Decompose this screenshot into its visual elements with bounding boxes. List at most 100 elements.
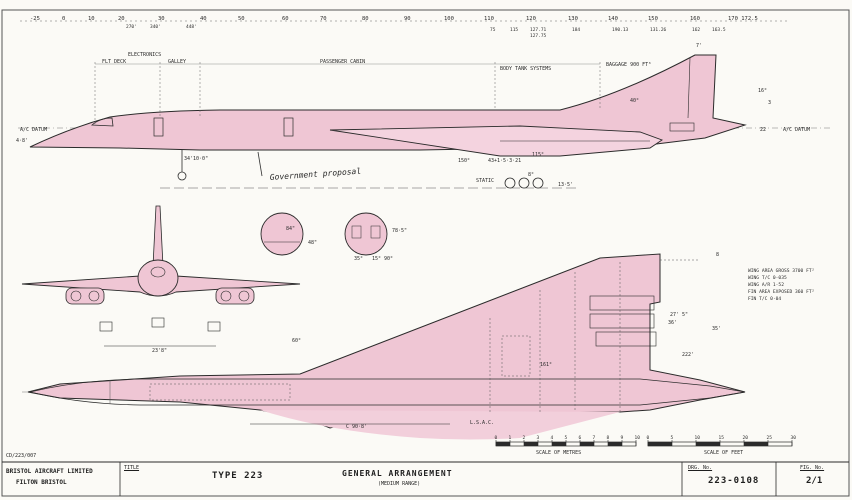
- station-150: 150: [648, 16, 658, 22]
- station-70: 70: [320, 16, 327, 22]
- section-b: [344, 212, 388, 256]
- front-nacelle-left: [65, 287, 105, 305]
- station-170: 170 172.5: [728, 16, 758, 22]
- scale-metres-label: SCALE OF METRES: [536, 450, 581, 456]
- scale-metres-tick-label: 4: [551, 435, 554, 441]
- station-0: 0: [62, 16, 65, 22]
- wing-specs: WING AREA GROSS 3700 FT² WING T/C 0·035 …: [748, 268, 814, 302]
- scale-feet-tick-label: 0: [647, 435, 650, 441]
- dim-station-sum: 43+1·5·3·21: [488, 158, 521, 164]
- scale-metres-tick-label: 6: [579, 435, 582, 441]
- dim-7: 7': [696, 43, 702, 49]
- station-60: 60: [282, 16, 289, 22]
- drawing-ref: CD/223/007: [6, 453, 37, 459]
- fig-caption: FIG. No.: [800, 465, 825, 471]
- station-sub-127a: 127.71: [530, 27, 547, 33]
- label-body-tank: BODY TANK SYSTEMS: [500, 66, 551, 72]
- dim-plan-60: 60°: [292, 338, 301, 344]
- front-fin: [152, 205, 164, 267]
- main-gear-wheel-3: [532, 177, 544, 189]
- dim-15-90: 15° 90°: [372, 256, 393, 262]
- label-ac-datum-right: A/C DATUM: [783, 127, 810, 133]
- station-sub-163: 163.5: [712, 27, 726, 33]
- front-fuselage: [137, 259, 179, 297]
- section-a: [260, 212, 304, 256]
- dim-plan-lsac: L.S.A.C.: [470, 420, 494, 426]
- dim-48: 48": [308, 240, 317, 246]
- scale-metres-tick-label: 3: [537, 435, 540, 441]
- scale-feet-tick-label: 25: [767, 435, 773, 441]
- main-gear-wheel-1: [504, 177, 516, 189]
- dim-plan-36: 36': [668, 320, 677, 326]
- scale-feet-segment: [696, 442, 720, 446]
- label-flight-deck: FLT DECK: [102, 59, 126, 65]
- side-view: ELECTRONICS FLT DECK GALLEY PASSENGER CA…: [16, 43, 830, 189]
- scale-feet-segment: [648, 442, 672, 446]
- dim-13-5: 13·5': [558, 182, 573, 188]
- station-130: 130: [568, 16, 578, 22]
- scale-feet-tick-label: 15: [719, 435, 725, 441]
- door-forward: [153, 117, 164, 137]
- scale-metres-tick-label: 10: [635, 435, 641, 441]
- station-scale: -25 0 10 20 30 40 50 60 70 80 90 100 110…: [20, 16, 790, 39]
- fuselage-sections: 84" 48" 78·5" 35° 15° 90°: [260, 212, 407, 262]
- dim-3: 3: [768, 100, 771, 106]
- scale-metres-tick-label: 0: [495, 435, 498, 441]
- dim-plan-222: 222': [682, 352, 694, 358]
- dim-150: 150°: [458, 158, 470, 164]
- nose-gear-wheel: [177, 171, 187, 181]
- station-sub-75: 75: [490, 27, 496, 33]
- station-40: 40: [200, 16, 207, 22]
- scale-metres-tick-label: 8: [607, 435, 610, 441]
- scale-metres-segment: [594, 442, 608, 446]
- plan-engine-2: [589, 313, 655, 329]
- dim-plan-8: 8: [716, 252, 719, 258]
- label-galley: GALLEY: [168, 59, 186, 65]
- scale-feet-segment: [768, 442, 792, 446]
- dim-front-span: 23'8": [152, 348, 167, 354]
- dim-side-22: 22: [760, 127, 766, 133]
- station-80: 80: [362, 16, 369, 22]
- station-m25: -25: [30, 16, 40, 22]
- door-mid: [283, 117, 294, 137]
- plan-view: WING AREA GROSS 3700 FT² WING T/C 0·035 …: [22, 252, 814, 440]
- station-sub-340: 340': [150, 24, 161, 30]
- dim-plan-c90: C 90·8': [346, 424, 367, 430]
- station-sub-115: 115: [510, 27, 518, 33]
- plan-fuselage: [29, 378, 746, 406]
- handwritten-note: Government proposal: [270, 167, 362, 182]
- dim-gear: 34'10·0": [184, 156, 208, 162]
- station-sub-448: 448': [186, 24, 197, 30]
- scale-metres-segment: [524, 442, 538, 446]
- scale-metres-segment: [538, 442, 552, 446]
- scale-feet-tick-label: 30: [791, 435, 797, 441]
- label-static: STATIC: [476, 178, 494, 184]
- side-wing-nacelle: [329, 125, 663, 157]
- dim-78: 78·5": [392, 228, 407, 234]
- station-20: 20: [118, 16, 125, 22]
- station-sub-270: 270': [126, 24, 137, 30]
- company-line-2: FILTON BRISTOL: [16, 479, 67, 486]
- dim-8: 8°: [528, 172, 534, 178]
- scale-metres-segment: [496, 442, 510, 446]
- scale-metres-segment: [622, 442, 636, 446]
- scale-metres-tick-label: 1: [509, 435, 512, 441]
- station-110: 110: [484, 16, 494, 22]
- label-passenger-cabin: PASSENGER CABIN: [320, 59, 365, 65]
- dim-plan-161: 161°: [540, 362, 552, 368]
- scale-feet-tick-label: 10: [695, 435, 701, 441]
- scale-feet-tick-label: 20: [743, 435, 749, 441]
- scale-metres-tick-label: 2: [523, 435, 526, 441]
- scale-metres-segment: [608, 442, 622, 446]
- dim-4-8: 4·8': [16, 138, 28, 144]
- spec-wing-ar: WING A/R 1·52: [748, 282, 784, 288]
- station-140: 140: [608, 16, 618, 22]
- scale-metres-tick-label: 7: [593, 435, 596, 441]
- station-160: 160: [690, 16, 700, 22]
- side-fuselage: [29, 54, 747, 151]
- dim-plan-35: 35': [712, 326, 721, 332]
- dim-115: 115°: [532, 152, 544, 158]
- front-nacelle-right: [215, 287, 255, 305]
- scale-feet-segment: [720, 442, 744, 446]
